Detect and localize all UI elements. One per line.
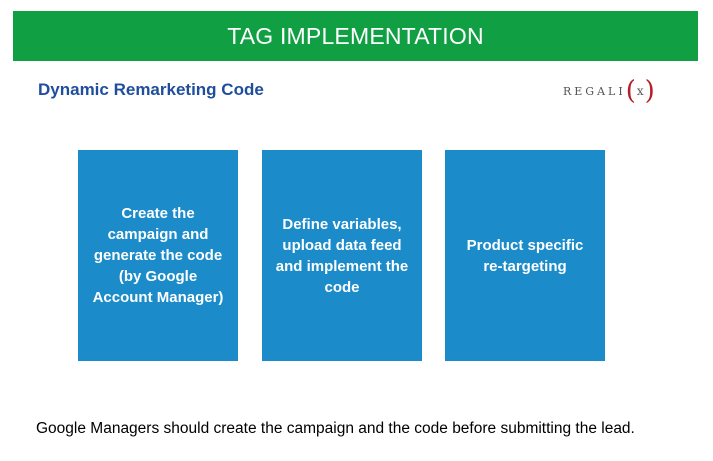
header-bar: TAG IMPLEMENTATION	[13, 11, 698, 61]
footer-note: Google Managers should create the campai…	[36, 420, 635, 437]
step-box-create-campaign: Create the campaign and generate the cod…	[78, 150, 238, 361]
logo-paren-open: (	[625, 76, 636, 106]
regalix-logo: REGALI ( x )	[563, 76, 655, 106]
page-title: TAG IMPLEMENTATION	[227, 22, 484, 49]
step-label: Product specific re-targeting	[466, 236, 584, 275]
logo-paren-close: )	[644, 76, 655, 106]
logo-text: REGALI	[563, 84, 626, 98]
step-box-retargeting: Product specific re-targeting	[445, 150, 605, 361]
section-title: Dynamic Remarketing Code	[38, 80, 264, 99]
logo-x-letter: x	[636, 84, 644, 98]
step-box-define-variables: Define variables, upload data feed and i…	[262, 150, 422, 361]
step-label: Define variables, upload data feed and i…	[275, 215, 409, 296]
step-label: Create the campaign and generate the cod…	[92, 205, 224, 306]
